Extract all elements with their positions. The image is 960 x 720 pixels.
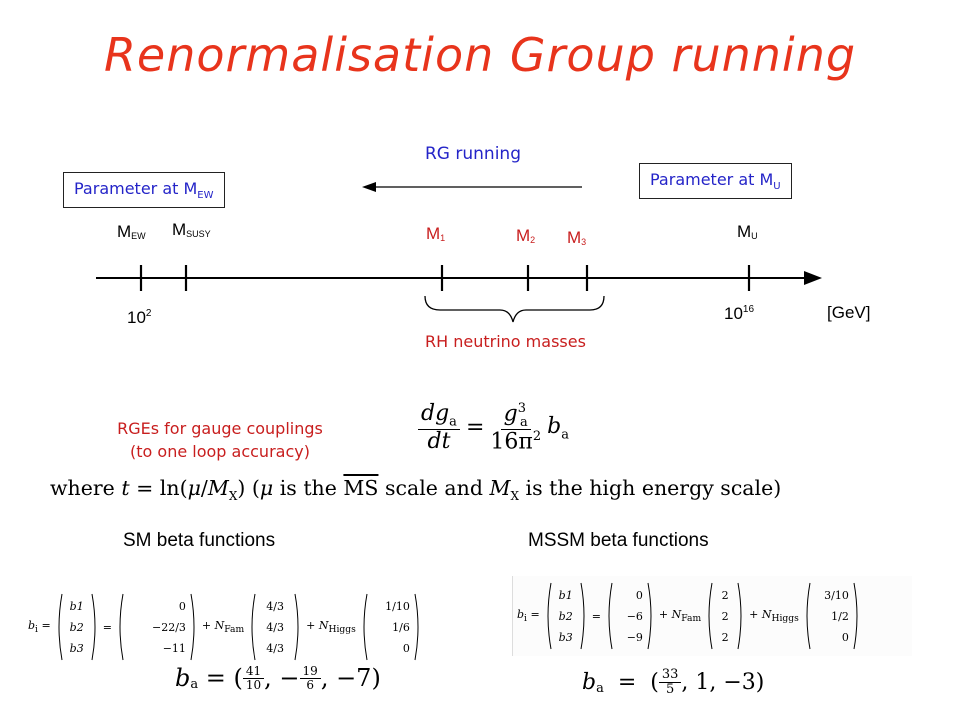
label-m3: M3 [567, 228, 587, 247]
rge-label: RGEs for gauge couplings (to one loop ac… [117, 419, 323, 461]
tick-label-high: 1016 [724, 304, 755, 323]
parameter-box-u: Parameter at MU [639, 163, 792, 200]
rh-neutrino-brace [424, 295, 605, 323]
label-m2: M2 [516, 226, 536, 245]
page-title: Renormalisation Group running [103, 28, 857, 82]
sm-heading: SM beta functions [123, 530, 276, 551]
axis-unit: [GeV] [827, 303, 871, 322]
rg-running-arrow [362, 182, 582, 192]
label-m-u: MU [737, 222, 758, 241]
mssm-heading: MSSM beta functions [528, 530, 709, 551]
label-m1: M1 [426, 224, 446, 243]
parameter-box-ew: Parameter at MEW [63, 172, 225, 209]
tick-label-low: 102 [127, 308, 152, 327]
rh-neutrino-label: RH neutrino masses [425, 332, 586, 351]
rg-running-label: RG running [425, 144, 521, 164]
energy-axis [96, 265, 822, 323]
label-m-susy: MSUSY [172, 220, 211, 239]
where-line: where t = ln(μ/MX) (μ is the MS scale an… [50, 476, 782, 504]
label-m-ew: MEW [117, 222, 146, 241]
